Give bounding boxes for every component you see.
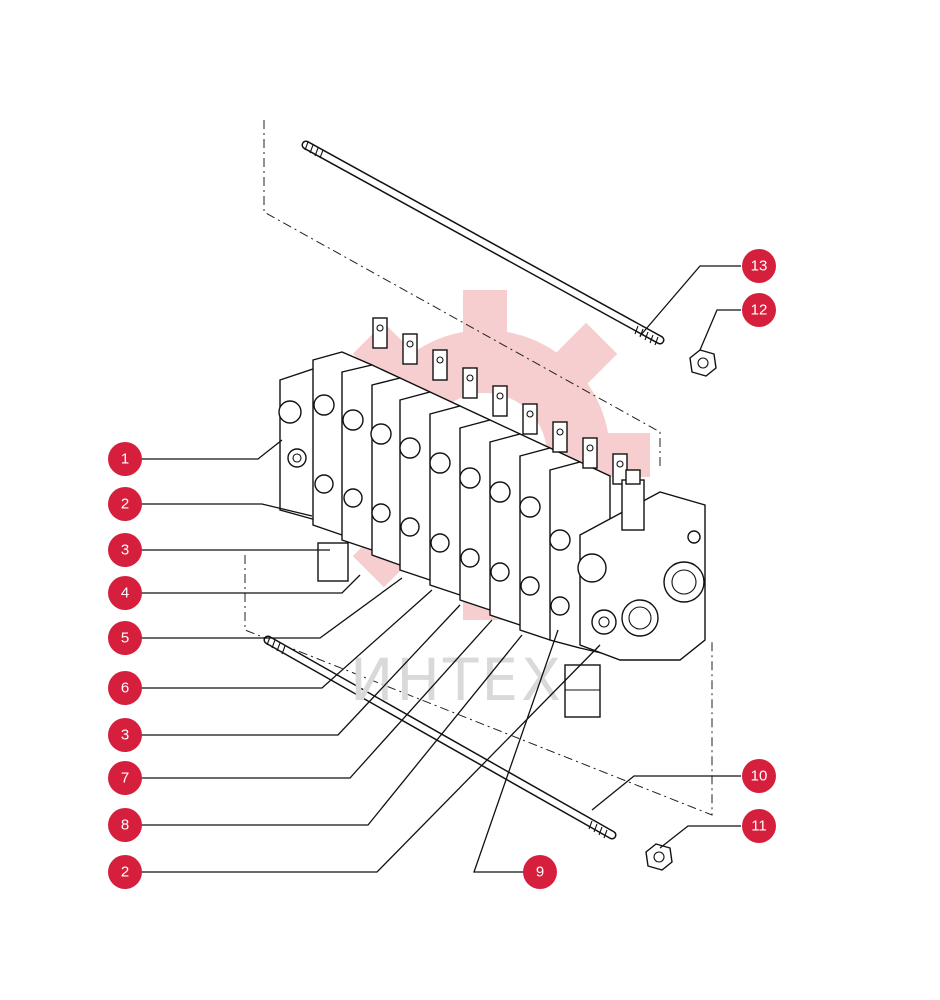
svg-text:7: 7	[121, 770, 129, 787]
callout-2-upper: 2	[108, 487, 142, 521]
upper-tie-rod	[301, 140, 665, 346]
callout-12: 12	[742, 293, 776, 327]
callout-3-lower: 3	[108, 718, 142, 752]
callout-8: 8	[108, 808, 142, 842]
callout-5: 5	[108, 621, 142, 655]
svg-text:1: 1	[121, 451, 129, 468]
callout-6: 6	[108, 671, 142, 705]
callout-3-upper: 3	[108, 533, 142, 567]
svg-text:9: 9	[536, 864, 544, 881]
svg-text:11: 11	[751, 818, 767, 835]
watermark-text: ИНТЕХ	[350, 646, 564, 714]
upper-assembly-guide	[263, 120, 661, 470]
section-ports	[313, 394, 571, 616]
callout-11: 11	[742, 809, 776, 843]
svg-text:12: 12	[751, 302, 768, 319]
callout-1: 1	[108, 442, 142, 476]
svg-text:4: 4	[121, 585, 129, 602]
leader-lines	[141, 265, 741, 873]
spool-clevises	[372, 317, 628, 485]
svg-text:2: 2	[121, 864, 129, 881]
callout-2-lower: 2	[108, 855, 142, 889]
upper-nut	[689, 349, 717, 377]
callout-badges: 1 2 3 4 5 6 3 7 8 2 9 10 11 12 13	[108, 249, 776, 889]
callout-4: 4	[108, 576, 142, 610]
svg-text:2: 2	[121, 496, 129, 513]
svg-text:6: 6	[121, 680, 129, 697]
svg-text:8: 8	[121, 817, 129, 834]
svg-text:3: 3	[121, 542, 129, 559]
lower-tie-rod	[263, 635, 617, 840]
svg-text:13: 13	[751, 258, 768, 275]
svg-text:10: 10	[751, 768, 768, 785]
callout-13: 13	[742, 249, 776, 283]
callout-10: 10	[742, 759, 776, 793]
svg-text:5: 5	[121, 630, 129, 647]
lower-nut	[645, 843, 673, 871]
valve-body	[278, 317, 706, 718]
svg-text:3: 3	[121, 727, 129, 744]
callout-9: 9	[523, 855, 557, 889]
callout-7: 7	[108, 761, 142, 795]
lower-assembly-guide	[244, 555, 713, 816]
